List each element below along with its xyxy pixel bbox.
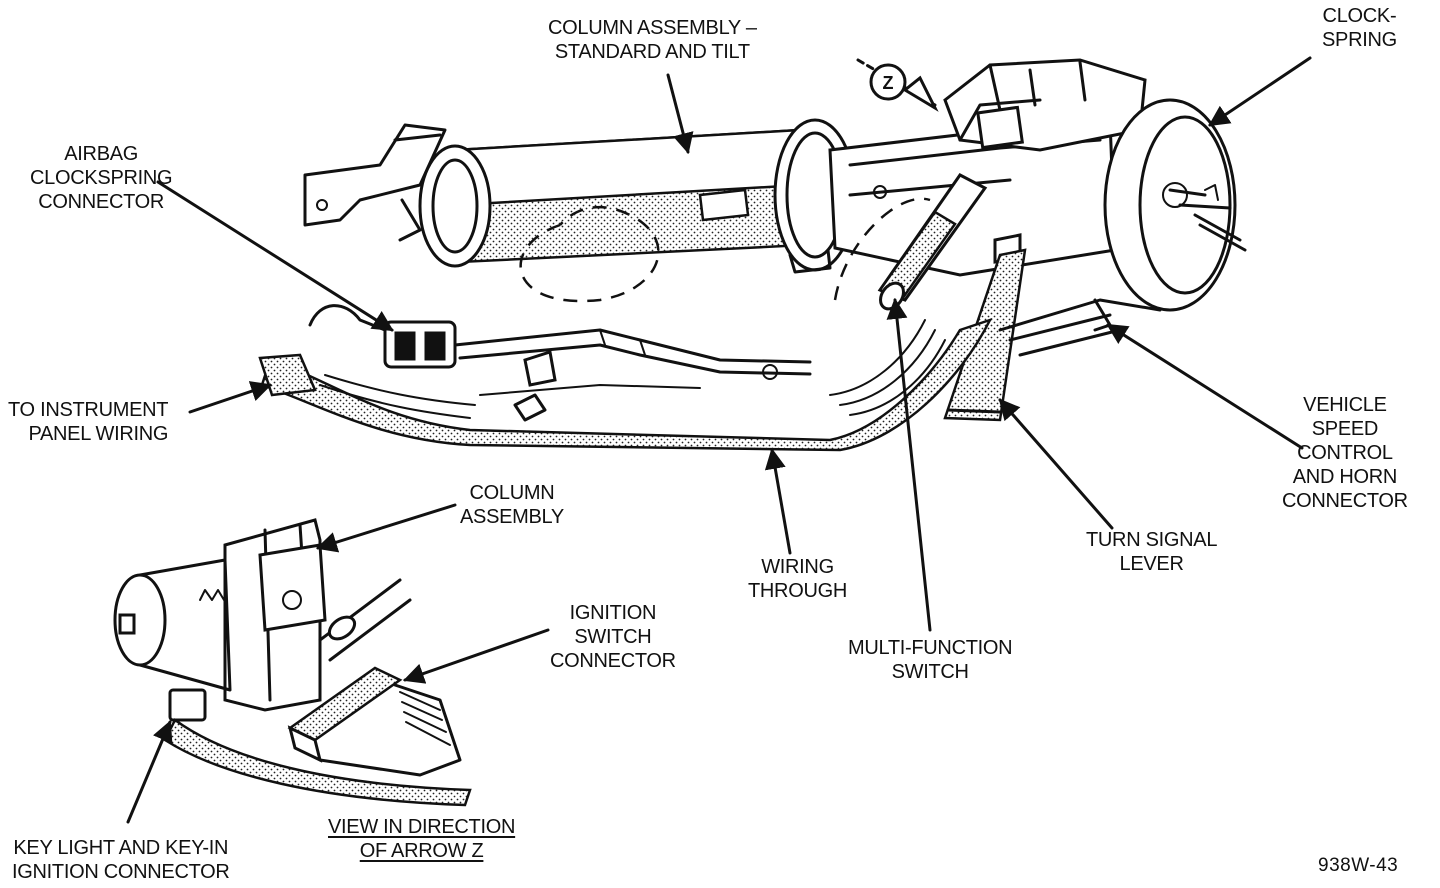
label-line: OF ARROW Z (359, 840, 484, 862)
label-line: CLOCKSPRING (30, 167, 173, 189)
label-clockspring: CLOCK- SPRING (1322, 4, 1397, 52)
leader-arrows (126, 56, 1312, 824)
label-line: SPRING (1322, 29, 1397, 51)
column-assembly-illustration (303, 58, 1247, 422)
label-line: THROUGH (748, 580, 848, 602)
label-line: SPEED (1311, 418, 1379, 440)
arrow-z-icon: Z (856, 58, 939, 112)
label-airbag-clockspring-connector: AIRBAG CLOCKSPRING CONNECTOR (30, 142, 173, 214)
figure-code: 938W-43 (1318, 855, 1399, 876)
label-line: CONNECTOR (1282, 490, 1408, 512)
arrow-z-letter: Z (883, 73, 894, 93)
label-line: TO INSTRUMENT (8, 399, 169, 421)
label-turn-signal-lever: TURN SIGNAL LEVER (1086, 528, 1217, 576)
label-line: SWITCH (574, 626, 652, 648)
label-view-in-direction: VIEW IN DIRECTION OF ARROW Z (328, 815, 515, 863)
label-to-instrument-panel-wiring: TO INSTRUMENT PANEL WIRING (8, 398, 168, 446)
label-vehicle-speed-control-connector: VEHICLE SPEED CONTROL AND HORN CONNECTOR (1282, 393, 1408, 513)
label-column-assembly: COLUMN ASSEMBLY (460, 481, 564, 529)
label-line: AND HORN (1292, 466, 1398, 488)
label-line: PANEL WIRING (28, 423, 169, 445)
label-line: IGNITION (569, 602, 657, 624)
label-line: WIRING (761, 556, 834, 578)
label-line: CONTROL (1297, 442, 1393, 464)
label-key-light-ignition-connector: KEY LIGHT AND KEY-IN IGNITION CONNECTOR (12, 836, 230, 884)
label-line: KEY LIGHT AND KEY-IN (13, 837, 229, 859)
wiring-harness (258, 197, 993, 452)
label-line: CLOCK- (1322, 5, 1397, 27)
label-column-assembly-title: COLUMN ASSEMBLY – STANDARD AND TILT (548, 16, 757, 64)
label-multi-function-switch: MULTI-FUNCTION SWITCH (848, 636, 1013, 684)
label-line: IGNITION CONNECTOR (12, 861, 230, 883)
label-line: STANDARD AND TILT (554, 41, 750, 63)
label-line: VEHICLE (1303, 394, 1387, 416)
label-line: SWITCH (891, 661, 969, 683)
label-line: TURN SIGNAL (1086, 529, 1218, 551)
label-line: CONNECTOR (550, 650, 676, 672)
label-line: AIRBAG (64, 143, 139, 165)
label-line: LEVER (1119, 553, 1184, 575)
label-line: COLUMN ASSEMBLY – (548, 17, 757, 39)
label-line: CONNECTOR (38, 191, 165, 213)
ignition-inset-illustration (113, 518, 472, 807)
label-line: ASSEMBLY (460, 506, 564, 528)
label-line: VIEW IN DIRECTION (328, 816, 516, 838)
label-line: COLUMN (469, 482, 555, 504)
label-wiring-through: WIRING THROUGH (748, 555, 847, 603)
label-ignition-switch-connector: IGNITION SWITCH CONNECTOR (550, 601, 676, 673)
label-line: MULTI-FUNCTION (848, 637, 1013, 659)
